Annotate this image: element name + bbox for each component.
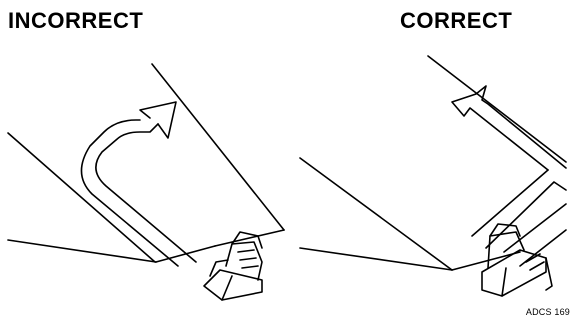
correct-heading: CORRECT	[400, 8, 512, 34]
incorrect-panel: INCORRECT	[0, 0, 288, 323]
figure-id: ADCS 169	[526, 307, 570, 317]
correct-panel: CORRECT	[288, 0, 576, 323]
incorrect-heading: INCORRECT	[8, 8, 143, 34]
